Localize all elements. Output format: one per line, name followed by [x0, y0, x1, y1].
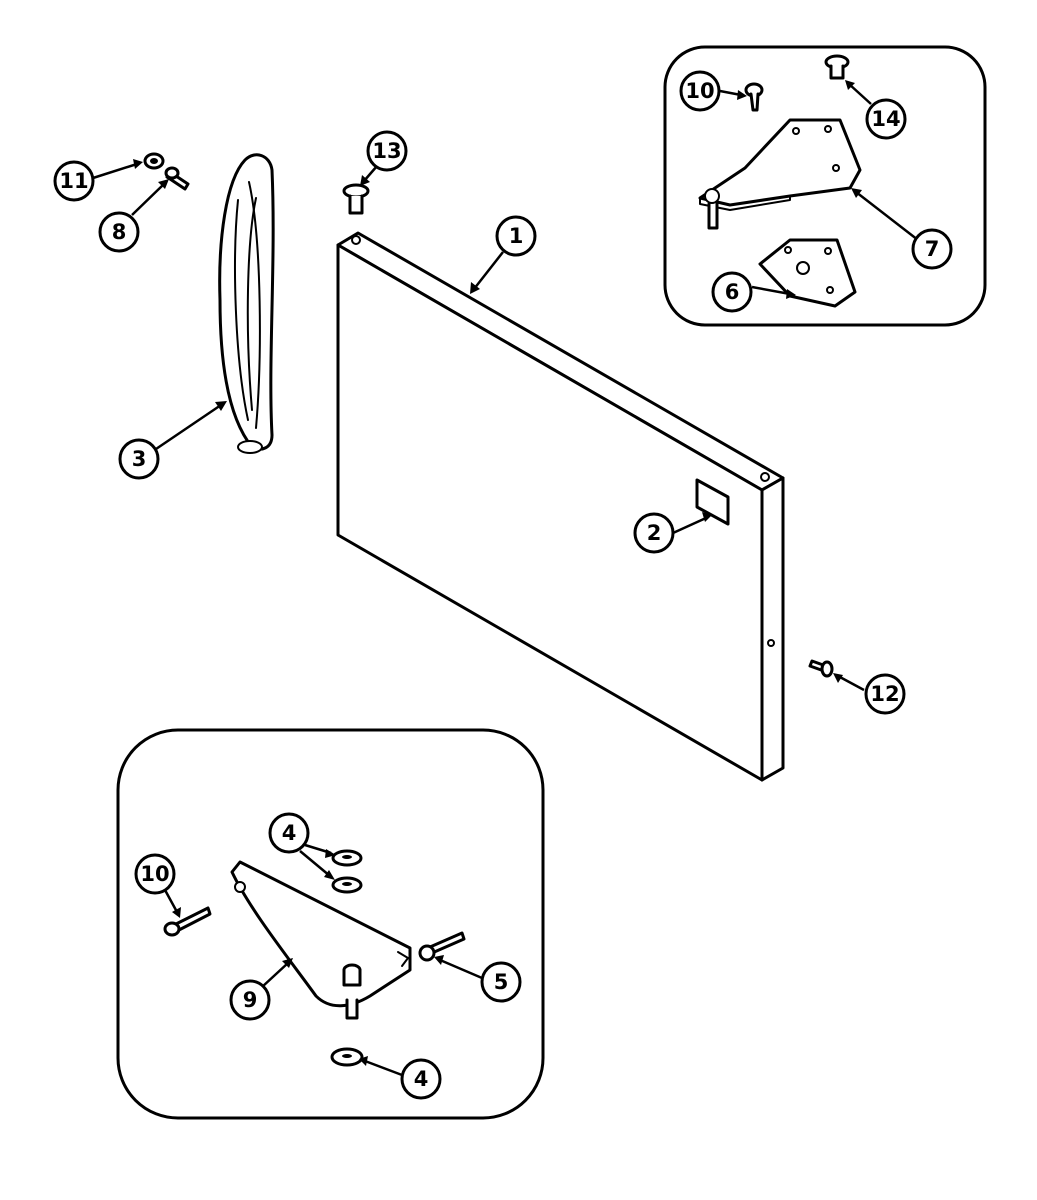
- hinge-screw-5: [418, 931, 466, 962]
- washer-4-middle: [331, 876, 363, 894]
- callout-13-label: 13: [372, 139, 401, 163]
- callout-5: 5: [480, 961, 522, 1003]
- callout-7: 7: [911, 228, 953, 270]
- callout-2-label: 2: [647, 521, 662, 545]
- callout-4-upper: 4: [268, 812, 310, 854]
- callout-8-label: 8: [112, 220, 127, 244]
- callout-1-label: 1: [509, 224, 524, 248]
- callout-14: 14: [865, 98, 907, 140]
- callout-9: 9: [229, 979, 271, 1021]
- callout-11-label: 11: [59, 169, 88, 193]
- callout-12-label: 12: [870, 682, 899, 706]
- callout-14-label: 14: [871, 107, 900, 131]
- callout-8: 8: [98, 211, 140, 253]
- door-handle: [218, 153, 275, 454]
- handle-screw-8: [164, 166, 190, 191]
- screw-12: [808, 659, 834, 678]
- callout-4-lower: 4: [400, 1058, 442, 1100]
- callout-10-top-label: 10: [685, 79, 714, 103]
- callout-10-bottom-label: 10: [140, 862, 169, 886]
- callout-10-top: 10: [679, 70, 721, 112]
- top-hinge-inset: [663, 45, 987, 327]
- callout-6: 6: [711, 271, 753, 313]
- callout-1: 1: [495, 215, 537, 257]
- callout-7-label: 7: [925, 237, 940, 261]
- washer-4-upper: [331, 849, 363, 867]
- callout-12: 12: [864, 673, 906, 715]
- callout-9-label: 9: [243, 988, 258, 1012]
- nameplate: [695, 478, 730, 526]
- leader-lines: [92, 80, 919, 1077]
- callout-4-upper-label: 4: [282, 821, 297, 845]
- callout-4-lower-label: 4: [414, 1067, 429, 1091]
- callout-6-label: 6: [725, 280, 740, 304]
- door-panel: [336, 231, 785, 782]
- door-plug-13: [342, 183, 370, 215]
- bottom-hinge-inset: [116, 728, 545, 1120]
- callout-11: 11: [53, 160, 95, 202]
- hinge-shim-6: [758, 238, 857, 308]
- hinge-plug-14: [824, 54, 850, 80]
- callout-3: 3: [118, 438, 160, 480]
- hinge-screw-10-bottom: [163, 906, 212, 937]
- callout-13: 13: [366, 130, 408, 172]
- handle-cap-11: [143, 152, 165, 170]
- callout-3-label: 3: [132, 447, 147, 471]
- callout-5-label: 5: [494, 970, 509, 994]
- hinge-screw-10-top: [744, 82, 764, 112]
- callout-10-bottom: 10: [134, 853, 176, 895]
- washer-4-lower: [330, 1047, 364, 1067]
- bottom-hinge-9: [230, 860, 412, 1020]
- top-hinge-7: [698, 118, 862, 230]
- callout-2: 2: [633, 512, 675, 554]
